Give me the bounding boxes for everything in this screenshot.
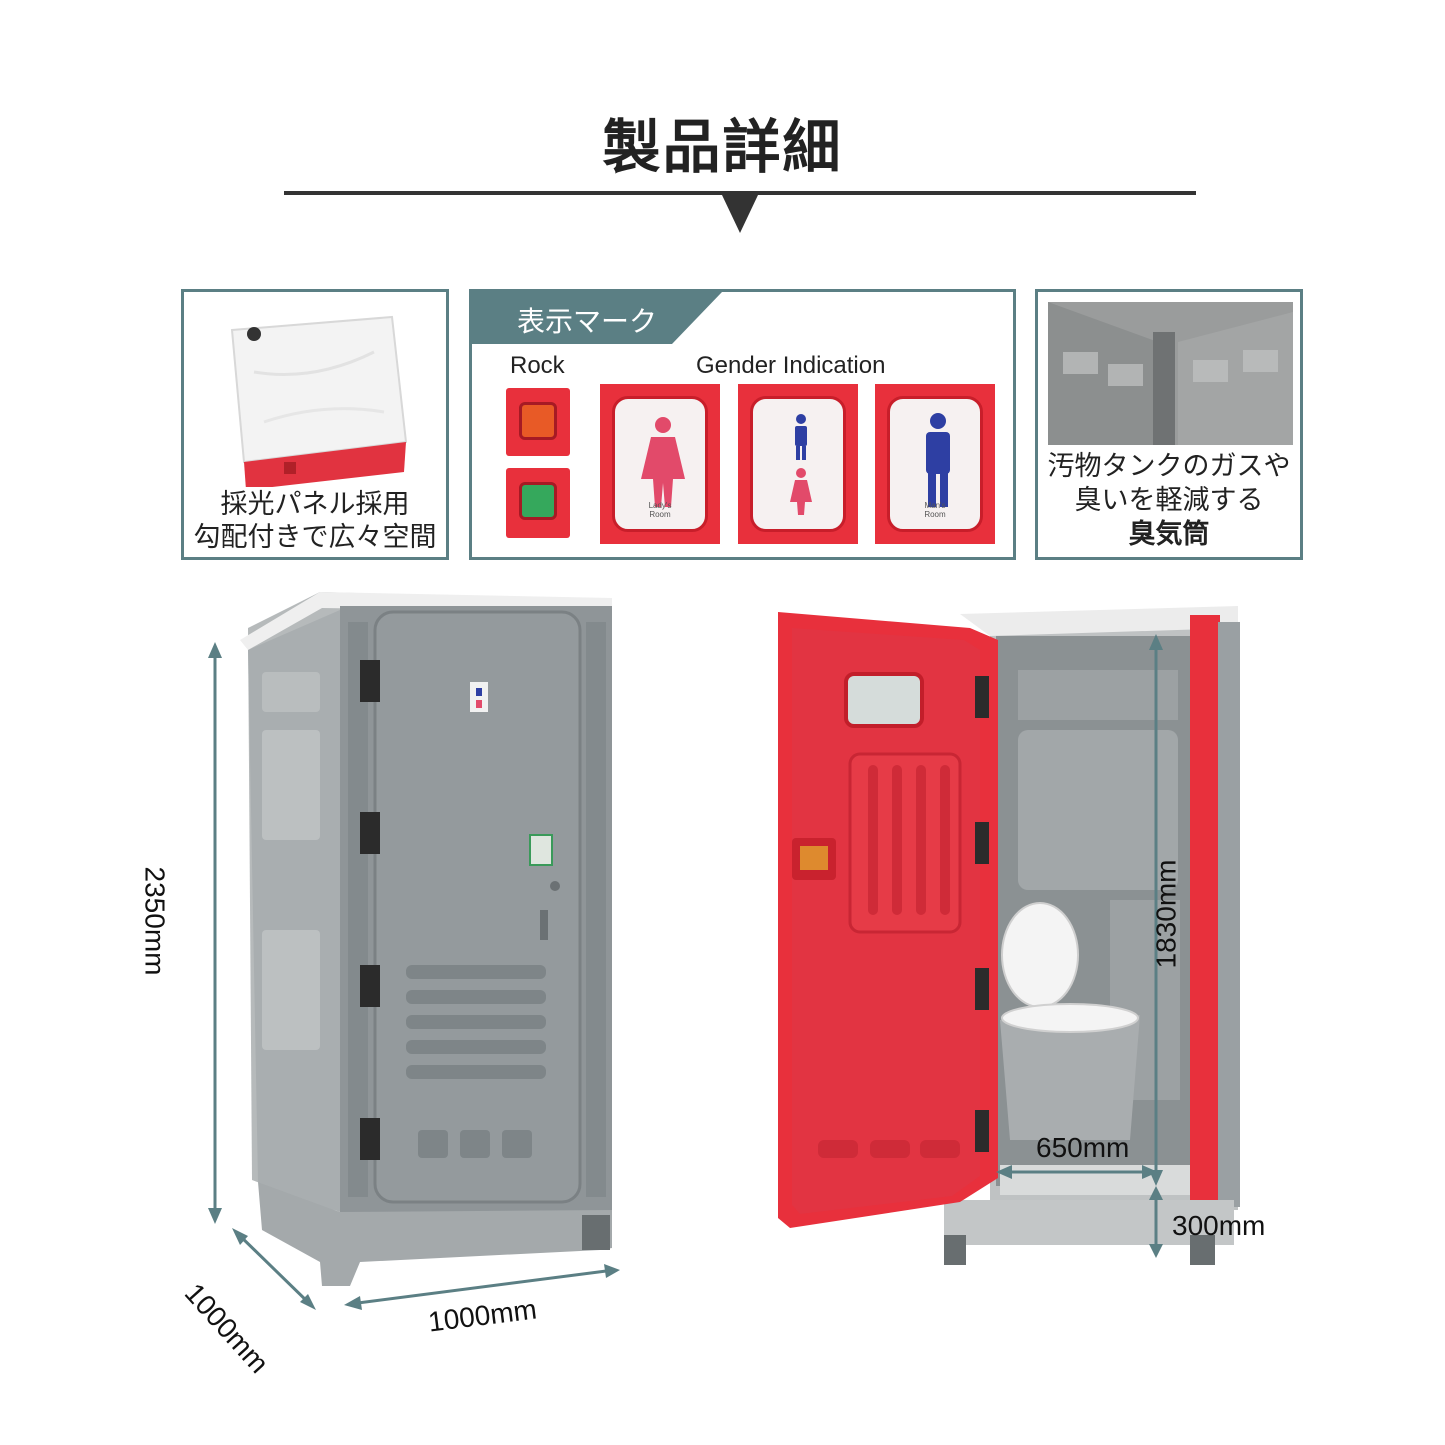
unisex-icon xyxy=(790,414,812,515)
lock-indicator-occupied xyxy=(506,388,570,456)
lady-text-1: Lady's xyxy=(648,501,672,510)
man-room-sign: Man's Room xyxy=(875,384,995,544)
skylight-panel: 採光パネル採用 勾配付きで広々空間 xyxy=(181,289,449,560)
vent-caption-1: 汚物タンクのガスや xyxy=(1047,451,1291,482)
skylight-caption-2: 勾配付きで広々空間 xyxy=(193,522,437,553)
vent-caption-2: 臭いを軽減する xyxy=(1074,485,1264,516)
title-divider xyxy=(284,191,1196,195)
closed-toilet-unit xyxy=(240,592,612,1286)
open-toilet-unit xyxy=(778,606,1240,1265)
inner-height-dimension-label: 1830mm xyxy=(1150,859,1182,969)
skylight-caption-1: 採光パネル採用 xyxy=(220,489,410,520)
door-width-dimension-label: 650mm xyxy=(1036,1132,1130,1163)
vent-pipe-image xyxy=(1048,302,1293,445)
man-text-1: Man's xyxy=(924,501,946,510)
marks-tab xyxy=(472,292,722,344)
lady-room-sign: Lady's Room xyxy=(600,384,720,544)
dimension-lines xyxy=(208,634,1163,1310)
female-icon xyxy=(641,417,685,507)
floor-height-dimension-label: 300mm xyxy=(1172,1210,1266,1241)
display-marks-panel: 表示マーク Rock Gender Indication Lady's Room xyxy=(469,289,1016,560)
page-title: 製品詳細 xyxy=(602,113,843,181)
vent-caption-3: 臭気筒 xyxy=(1128,519,1210,550)
lock-label: Rock xyxy=(510,352,565,379)
lock-indicator-vacant xyxy=(506,468,570,538)
man-text-2: Room xyxy=(924,510,946,519)
vent-pipe-panel: 汚物タンクのガスや 臭いを軽減する 臭気筒 xyxy=(1035,289,1303,560)
skylight-roof-image xyxy=(230,315,408,487)
height-dimension-label: 2350mm xyxy=(139,866,171,976)
male-icon xyxy=(926,413,950,507)
lady-text-2: Room xyxy=(649,510,671,519)
unisex-sign xyxy=(738,384,858,544)
gender-label: Gender Indication xyxy=(696,352,886,379)
marks-tab-label: 表示マーク xyxy=(517,305,658,338)
down-arrow-icon xyxy=(722,195,758,233)
